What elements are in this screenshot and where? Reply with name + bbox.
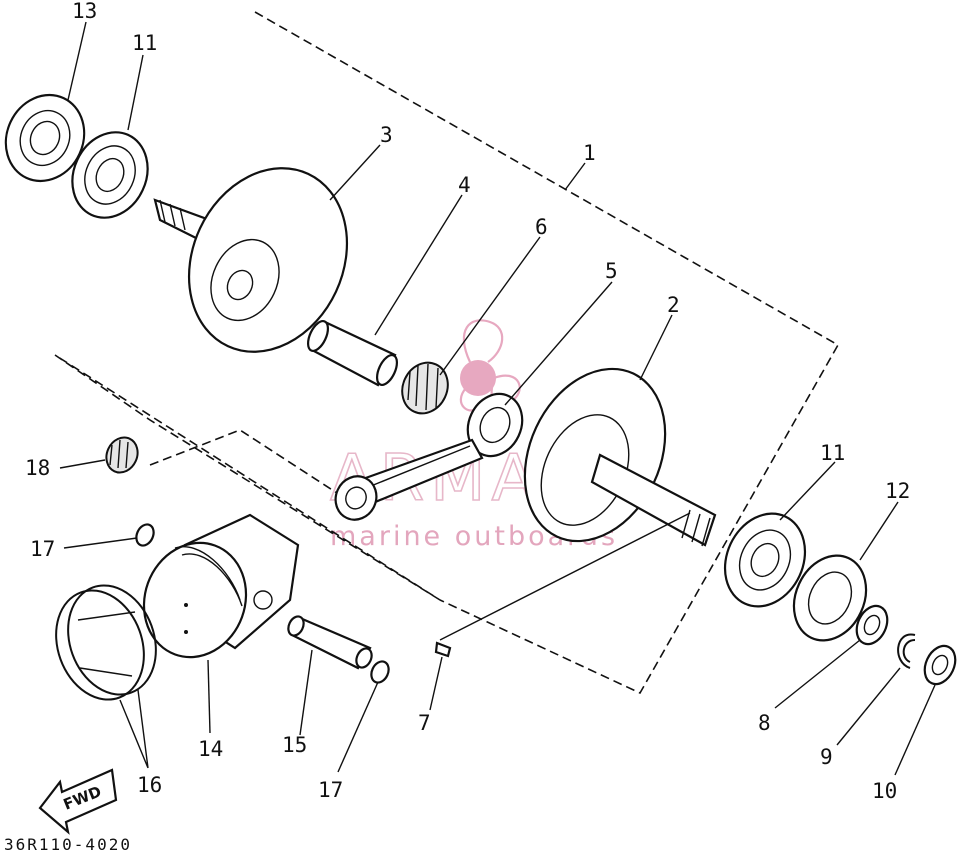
piston-rings-16 xyxy=(55,584,157,701)
leader-lines xyxy=(59,21,936,776)
callout-5: 5 xyxy=(605,259,618,283)
nut-10 xyxy=(923,644,957,686)
callout-7: 7 xyxy=(418,711,431,735)
piston-pin-15 xyxy=(287,615,373,670)
piston-14 xyxy=(142,513,300,659)
callout-11-left: 11 xyxy=(132,31,157,55)
callout-1: 1 xyxy=(583,141,596,165)
callout-18: 18 xyxy=(25,456,50,480)
oil-seal-12 xyxy=(792,554,868,642)
bearing-13 xyxy=(4,93,86,183)
forward-direction-tag: FWD xyxy=(38,768,118,835)
callout-labels: 13 11 3 1 4 6 5 2 18 11 12 17 8 7 9 14 1… xyxy=(25,0,910,803)
callout-17-lower: 17 xyxy=(318,778,343,802)
callout-14: 14 xyxy=(198,737,223,761)
callout-3: 3 xyxy=(380,123,393,147)
callout-16: 16 xyxy=(137,773,162,797)
clip-17-lower xyxy=(370,660,390,684)
callout-8: 8 xyxy=(758,711,771,735)
needle-bearing-6 xyxy=(401,361,449,415)
assembly-boundary xyxy=(54,11,840,695)
clip-17-upper xyxy=(135,523,155,547)
callout-17-upper: 17 xyxy=(30,537,55,561)
callout-13: 13 xyxy=(72,0,97,23)
crank-half-3 xyxy=(153,167,349,353)
small-bearing-18 xyxy=(105,436,139,474)
bearing-11-left xyxy=(71,131,149,219)
callout-10: 10 xyxy=(872,779,897,803)
bearing-11-right xyxy=(723,512,807,608)
washer-8 xyxy=(855,604,889,646)
callout-12: 12 xyxy=(885,479,910,503)
callout-6: 6 xyxy=(535,215,548,239)
circlip-9 xyxy=(897,633,916,669)
callout-4: 4 xyxy=(458,173,471,197)
callout-2: 2 xyxy=(667,293,680,317)
crank-pin-4 xyxy=(306,320,399,387)
callout-11-right: 11 xyxy=(820,441,845,465)
crank-half-2 xyxy=(523,367,717,547)
key-7 xyxy=(434,641,452,658)
assembly-boundary-inner xyxy=(149,429,341,496)
callout-15: 15 xyxy=(282,733,307,757)
callout-9: 9 xyxy=(820,745,833,769)
drawing-code: 36R110-4020 xyxy=(4,835,132,854)
connecting-rod-5 xyxy=(334,392,524,521)
